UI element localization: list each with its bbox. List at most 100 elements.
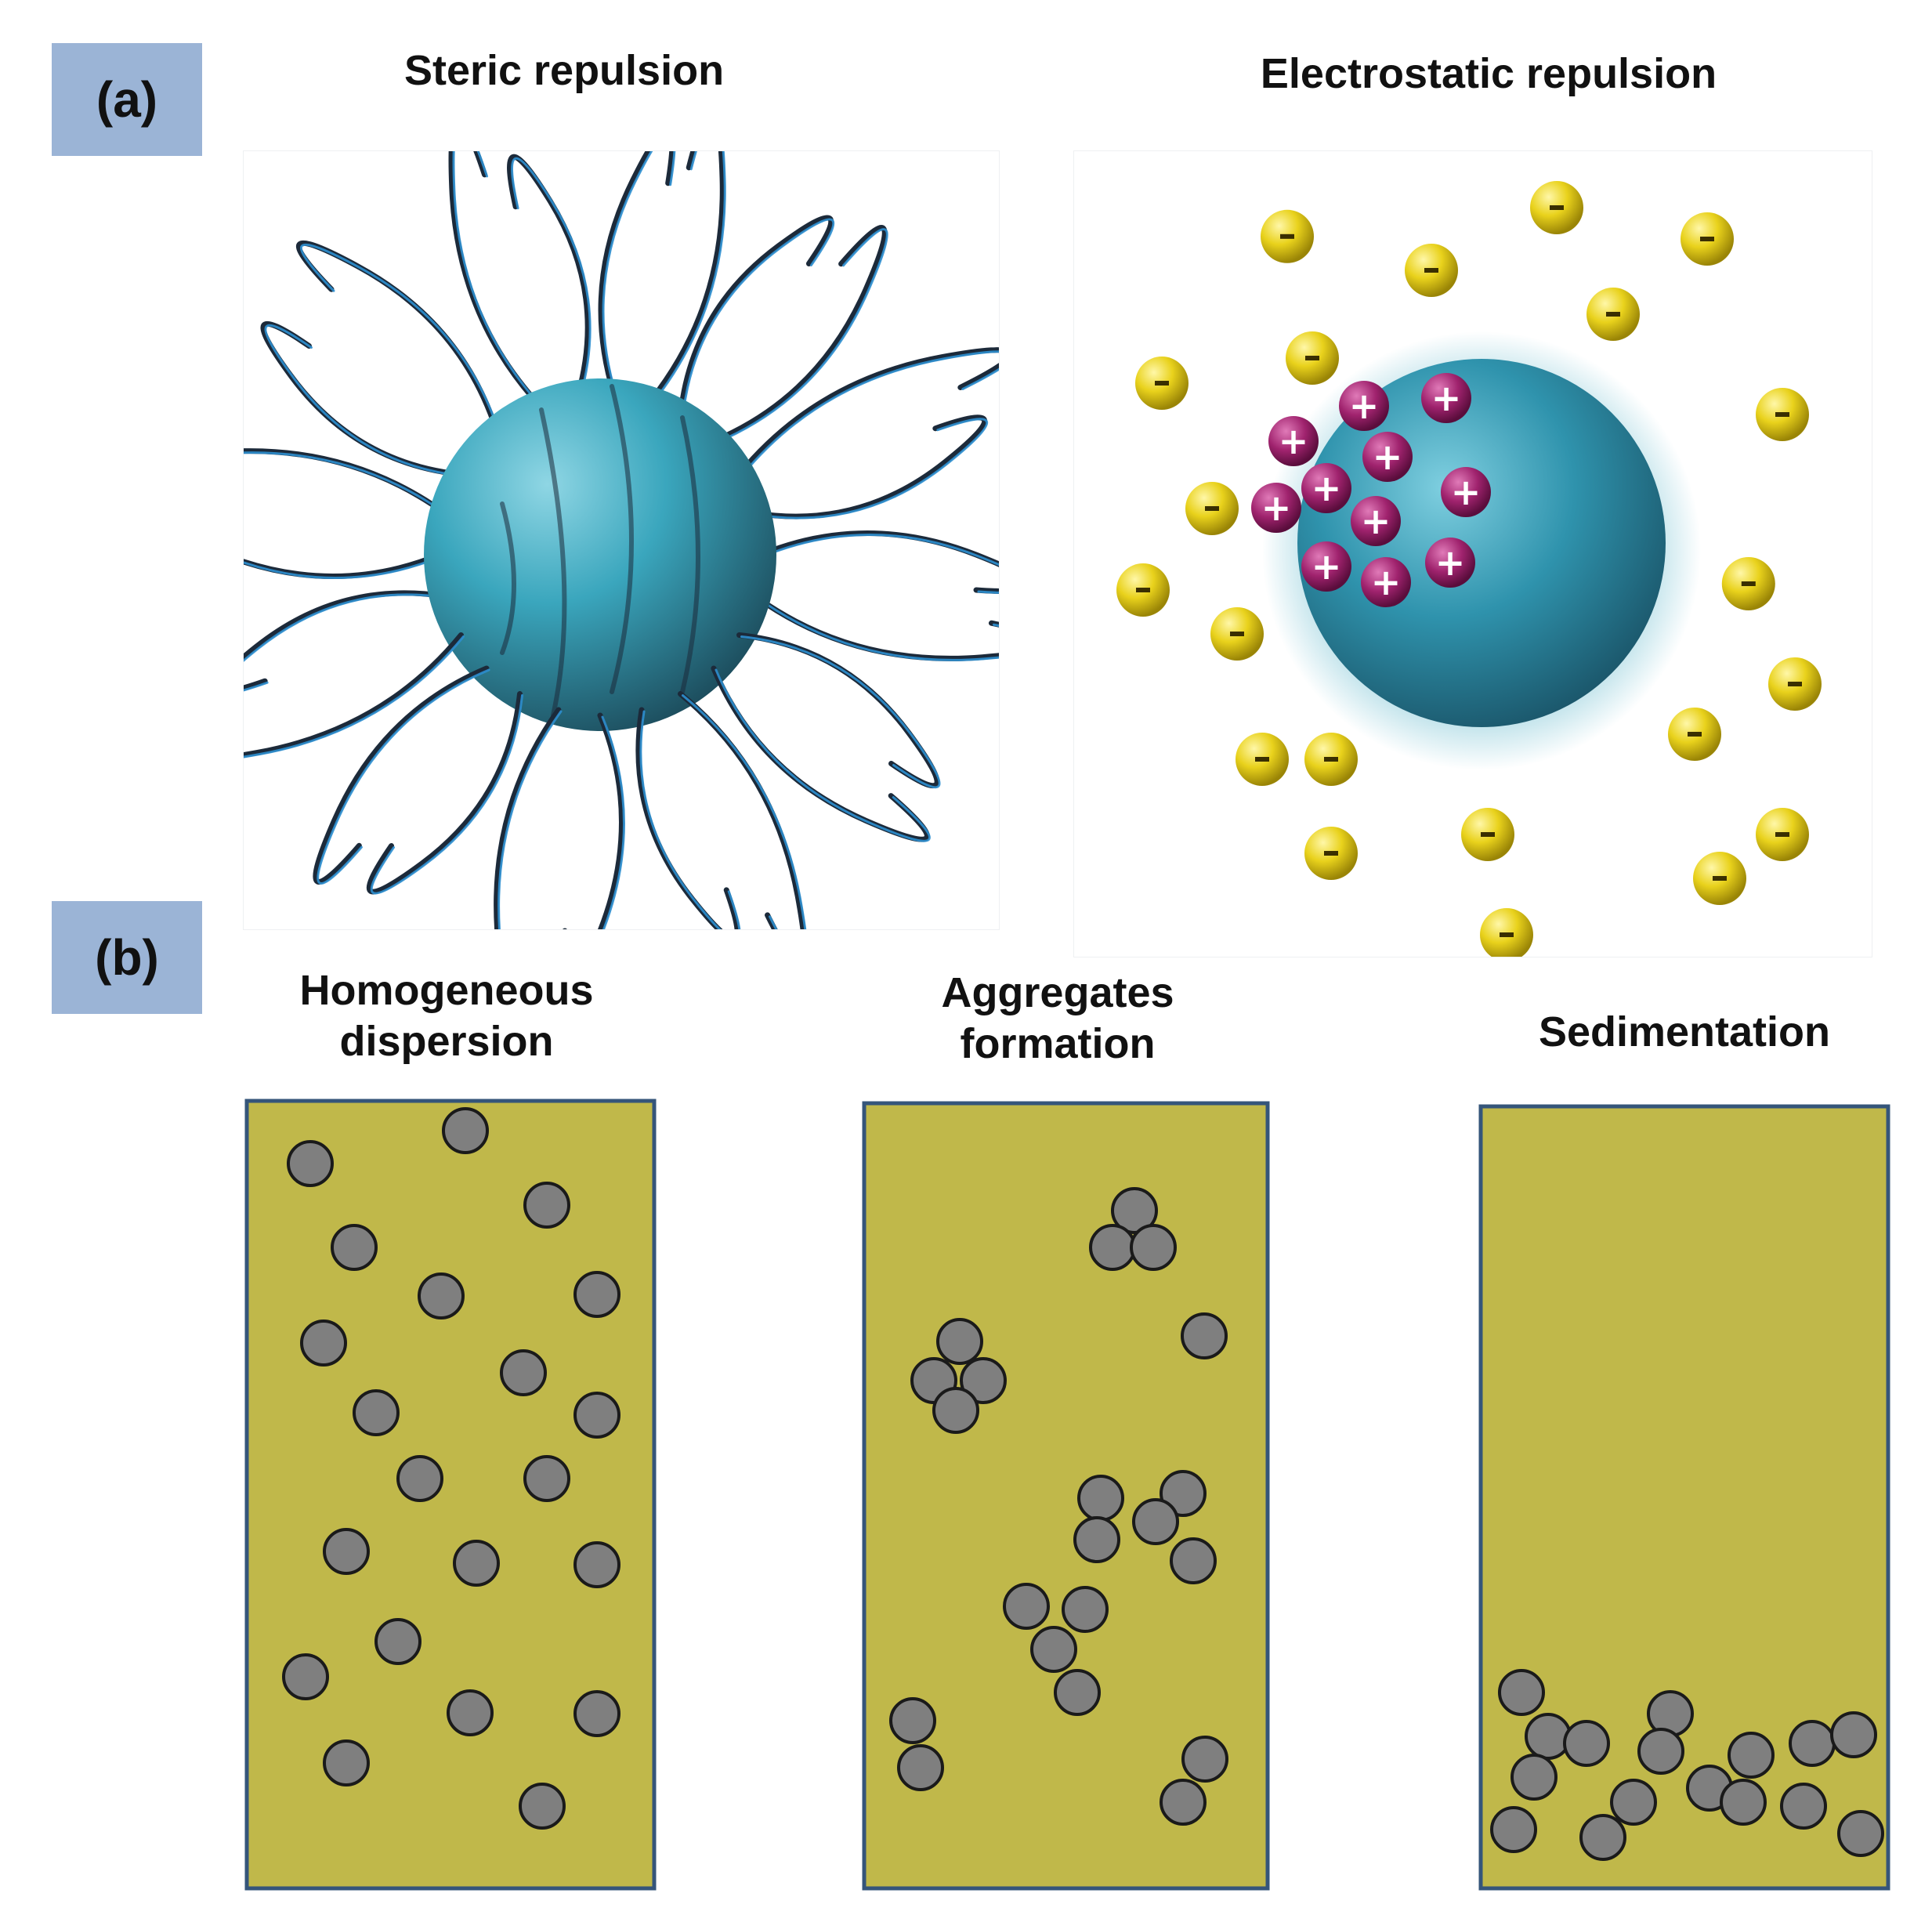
negative-counter-ions — [1116, 181, 1822, 957]
negative-ion — [1756, 388, 1809, 441]
polymer-chain-highlight — [317, 668, 490, 885]
polymer-chain-highlight — [639, 710, 741, 929]
negative-sign — [1136, 588, 1150, 592]
negative-sign — [1550, 205, 1564, 210]
positive-charge: + — [1268, 416, 1319, 466]
negative-sign — [1700, 237, 1714, 241]
positive-charges: +++++++++++ — [1251, 373, 1491, 607]
positive-charge: + — [1361, 557, 1411, 607]
polymer-chain-highlight — [756, 596, 999, 661]
polymer-chain-highlight — [300, 243, 501, 435]
particle — [1077, 1475, 1124, 1522]
polymer-chain — [752, 593, 999, 661]
negative-ion — [1261, 209, 1314, 263]
particle — [897, 1744, 944, 1791]
polymer-chain-highlight — [740, 635, 941, 789]
homogeneous-dispersion-title: Homogeneous dispersion — [235, 965, 658, 1067]
polymer-chain-highlight — [650, 151, 726, 405]
negative-ion — [1236, 733, 1289, 786]
svg-text:+: + — [1435, 541, 1466, 584]
particle — [1003, 1583, 1050, 1630]
particle — [1160, 1470, 1207, 1517]
steric-repulsion-title: Steric repulsion — [403, 47, 725, 94]
label-a: (a) — [52, 43, 202, 156]
negative-ion — [1286, 331, 1339, 385]
negative-sign — [1500, 932, 1514, 937]
particle — [1062, 1586, 1109, 1633]
label-b: (b) — [52, 901, 202, 1014]
homogeneous-particles — [282, 1107, 620, 1830]
negative-ion — [1405, 244, 1458, 297]
particle — [1728, 1732, 1775, 1779]
particle — [1511, 1754, 1558, 1801]
particle — [523, 1455, 570, 1502]
particle — [573, 1541, 620, 1588]
negative-ion — [1116, 563, 1170, 617]
polymer-chain-highlight — [244, 555, 443, 579]
svg-text:+: + — [1361, 500, 1391, 542]
particle — [1181, 1736, 1228, 1783]
negative-sign — [1688, 732, 1702, 737]
negative-ion — [1693, 852, 1746, 905]
particle — [396, 1455, 443, 1502]
negative-ion — [1681, 212, 1734, 266]
negative-sign — [1775, 412, 1789, 417]
negative-sign — [1230, 632, 1244, 636]
negative-sign — [1713, 876, 1727, 881]
particle — [1579, 1814, 1626, 1861]
particle — [889, 1697, 936, 1744]
homogeneous-title-line-2: dispersion — [339, 1017, 554, 1065]
svg-text:+: + — [1312, 467, 1342, 509]
positive-charge: + — [1362, 432, 1413, 482]
particle — [323, 1739, 370, 1786]
negative-ion — [1668, 708, 1721, 761]
svg-text:+: + — [1312, 545, 1342, 588]
particle — [1686, 1765, 1733, 1812]
svg-text:+: + — [1349, 385, 1380, 427]
negative-sign — [1606, 312, 1620, 317]
positive-charge: + — [1251, 483, 1301, 533]
positive-charge: + — [1351, 496, 1401, 546]
sedimentation-title: Sedimentation — [1538, 1008, 1831, 1055]
negative-ion — [1756, 808, 1809, 861]
negative-ion — [1461, 808, 1514, 861]
sedimentation-container — [1478, 1104, 1890, 1891]
particle — [442, 1107, 489, 1154]
particle — [960, 1357, 1007, 1404]
polymer-chain — [678, 691, 806, 929]
particle — [573, 1690, 620, 1737]
negative-ion — [1721, 557, 1775, 610]
particle — [1830, 1711, 1877, 1758]
polymer-chains-back — [244, 151, 999, 692]
particle — [282, 1653, 329, 1700]
polymer-chain — [244, 448, 448, 516]
polymer-chain-surface — [539, 407, 567, 718]
particle — [453, 1540, 500, 1587]
polymer-chain-highlight — [511, 157, 592, 399]
steric-panel — [243, 150, 1000, 930]
polymer-chain — [563, 712, 624, 929]
polymer-chain-highlight — [682, 218, 835, 418]
polymer-chain — [635, 707, 740, 929]
negative-sign — [1741, 581, 1756, 586]
sedimented-particles — [1490, 1669, 1884, 1861]
polymer-chain — [678, 215, 834, 418]
negative-sign — [1788, 682, 1802, 686]
negative-ion — [1530, 181, 1583, 234]
positive-charge: + — [1339, 381, 1389, 431]
homogeneous-title-line-1: Homogeneous — [299, 967, 594, 1014]
negative-sign — [1481, 832, 1495, 837]
steric-nanoparticle — [424, 378, 776, 731]
negative-ion — [1304, 733, 1358, 786]
negative-sign — [1324, 757, 1338, 762]
particle — [519, 1783, 566, 1830]
negative-sign — [1305, 356, 1319, 360]
particle — [936, 1318, 983, 1365]
particle — [1780, 1783, 1827, 1830]
particle — [353, 1389, 400, 1436]
particle — [573, 1271, 620, 1318]
polymer-chain-highlight — [740, 350, 999, 477]
negative-sign — [1280, 233, 1294, 239]
particle — [573, 1392, 620, 1439]
polymer-chain — [752, 414, 988, 519]
